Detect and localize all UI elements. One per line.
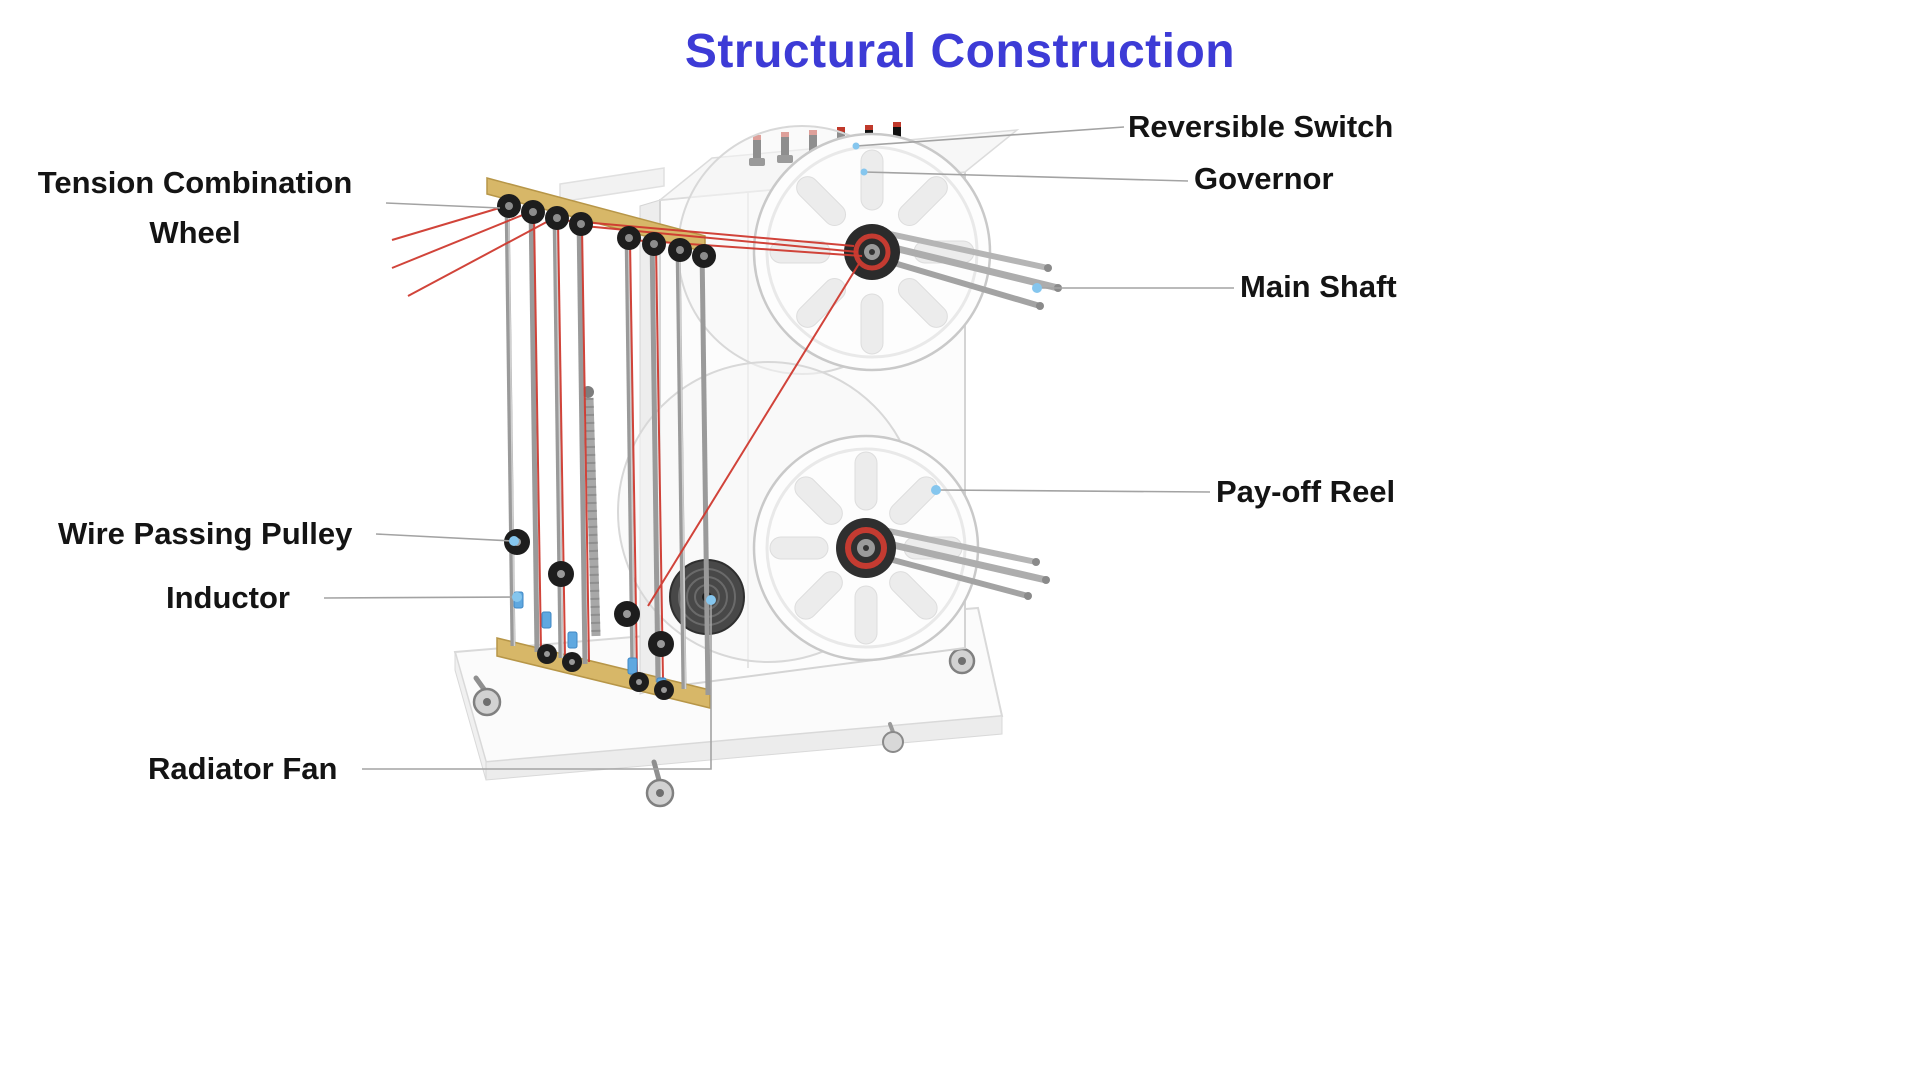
leader-governor — [863, 171, 1189, 182]
casters — [472, 633, 976, 808]
page-title: Structural Construction — [684, 25, 1236, 78]
label-pay-off-reel: Pay-off Reel — [1216, 474, 1396, 509]
red-wires — [391, 205, 863, 681]
leader-pay-off-reel — [937, 489, 1211, 493]
leader-radiator-fan — [362, 604, 712, 770]
callout-dots — [509, 142, 1042, 605]
leader-reversible-switch — [855, 126, 1125, 147]
label-inductor: Inductor — [166, 580, 290, 615]
label-main-shaft: Main Shaft — [1240, 269, 1397, 304]
top-reel — [677, 125, 1062, 375]
pay-off-reel — [617, 361, 1050, 663]
leader-inductor — [323, 596, 515, 599]
leader-wire-passing-pulley — [375, 533, 513, 542]
bottom-pulleys — [537, 644, 674, 700]
label-radiator-fan: Radiator Fan — [148, 751, 338, 786]
bottom-shaft — [875, 527, 1050, 600]
label-tension-combination-wheel: Tension Combination Wheel — [37, 165, 353, 250]
label-governor: Governor — [1194, 161, 1334, 196]
wire-passing-pulleys — [504, 529, 674, 657]
leader-lines — [323, 126, 1234, 770]
leader-tension-wheel — [385, 202, 501, 209]
label-wire-passing-pulley: Wire Passing Pulley — [58, 516, 353, 551]
tension-combination-wheels — [497, 194, 716, 268]
support-arm — [559, 167, 665, 203]
main-shaft — [881, 231, 1062, 310]
tension-frame — [391, 177, 863, 709]
label-reversible-switch: Reversible Switch — [1128, 109, 1394, 144]
